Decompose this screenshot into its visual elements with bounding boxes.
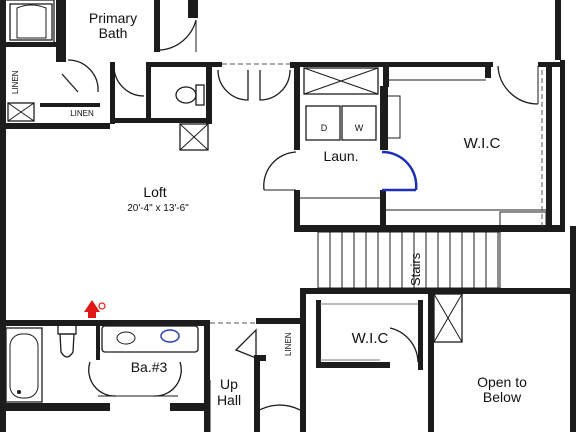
x-boxes	[7, 67, 463, 343]
up-hall-label-1: Up	[220, 376, 238, 392]
stairs-label: Stairs	[408, 252, 423, 286]
smoke-detector-icon	[84, 300, 106, 318]
loft-dims-label: 20'-4" x 13'-6"	[127, 203, 189, 214]
primary-bath-fixtures	[3, 0, 55, 45]
linen-center-label: LINEN	[70, 109, 94, 118]
stairs	[317, 231, 501, 289]
open-below-label-2: Below	[483, 389, 522, 405]
primary-bath-label-1: Primary	[89, 10, 137, 26]
linen-hall-label: LINEN	[284, 332, 293, 356]
loft-label: Loft	[143, 184, 166, 200]
labels: Primary Bath LINEN LINEN Laun. D W W.I.C…	[11, 10, 527, 408]
open-below-label-1: Open to	[477, 374, 527, 390]
bath3-label: Ba.#3	[131, 359, 168, 375]
linen-left-label: LINEN	[11, 70, 20, 94]
doors	[61, 19, 539, 413]
up-hall-label-2: Hall	[217, 392, 241, 408]
laundry-label: Laun.	[323, 148, 358, 164]
bath3-fixtures	[5, 323, 199, 403]
thin-lines	[9, 3, 547, 432]
washer-label: W	[355, 123, 364, 133]
wic-right-label: W.I.C	[464, 135, 501, 152]
powder-room	[175, 84, 205, 106]
washer-dryer	[305, 105, 377, 141]
dryer-label: D	[321, 123, 328, 133]
wic-lower-label: W.I.C	[352, 330, 389, 347]
primary-bath-label-2: Bath	[99, 25, 128, 41]
